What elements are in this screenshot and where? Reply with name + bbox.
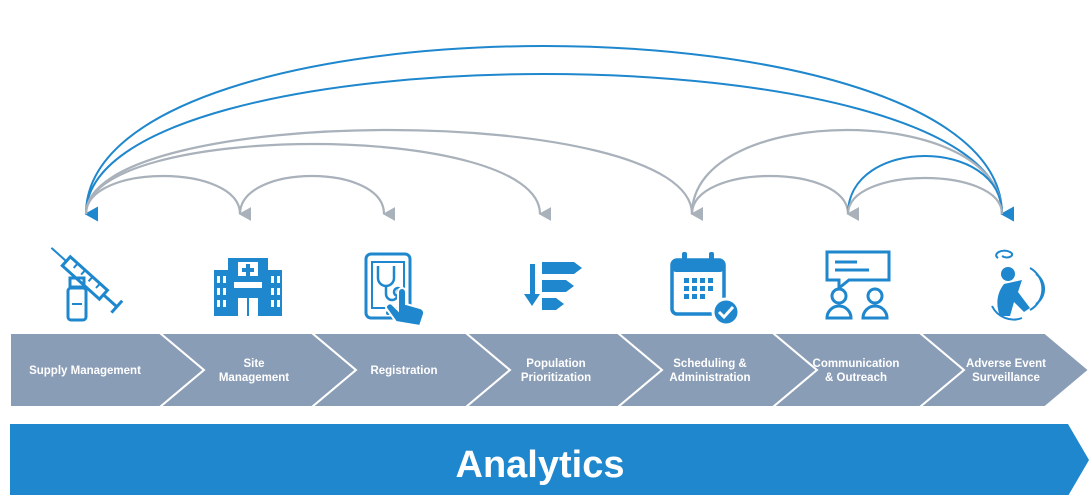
step-label-scheduling: Scheduling & — [673, 358, 746, 370]
connection-arc-supply-to-population — [84, 142, 552, 221]
connection-arc-supply-to-adverse — [85, 73, 1015, 222]
step-icons — [50, 247, 1045, 328]
step-label-population: Prioritization — [521, 372, 591, 384]
dizzy-person-icon — [991, 249, 1045, 321]
syringe-vial-icon — [50, 247, 124, 322]
connection-arc-adverse-to-scheduling — [690, 128, 1004, 222]
step-label-site: Management — [219, 372, 289, 384]
analytics-banner-shape — [10, 424, 1089, 495]
connection-arc-adverse-to-supply — [84, 45, 1003, 222]
step-label-registration: Registration — [370, 365, 437, 377]
step-label-communication: & Outreach — [825, 372, 887, 384]
connection-arc-supply-to-site — [84, 174, 252, 221]
connection-arc-site-to-registration — [238, 174, 396, 221]
step-label-supply: Supply Management — [29, 365, 141, 377]
step-label-communication: Communication — [813, 358, 900, 370]
tablet-stethoscope-icon — [364, 252, 426, 328]
connection-arc-adverse-to-communication — [846, 176, 1004, 222]
connection-arc-communication-to-adverse — [847, 155, 1015, 222]
step-label-site: Site — [243, 358, 264, 370]
step-label-population: Population — [526, 358, 585, 370]
connection-arcs — [84, 45, 1015, 222]
analytics-label: Analytics — [456, 444, 625, 486]
sort-priority-icon — [524, 262, 582, 310]
calendar-check-icon — [670, 252, 741, 327]
analytics-banner: Analytics — [10, 424, 1089, 495]
step-label-scheduling: Administration — [669, 372, 750, 384]
hospital-building-icon — [214, 258, 282, 316]
chevron-adverse — [917, 332, 1089, 408]
step-label-adverse: Adverse Event — [966, 358, 1046, 370]
step-label-adverse: Surveillance — [972, 372, 1040, 384]
connection-arc-scheduling-to-communication — [690, 175, 860, 221]
connection-arc-supply-to-scheduling — [84, 128, 704, 221]
people-chat-icon — [825, 250, 891, 320]
